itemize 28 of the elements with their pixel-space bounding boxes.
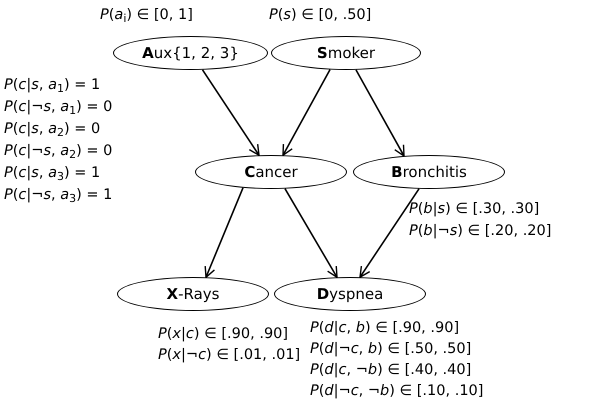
probability-formula: P(c|s, a$_{3}$) = 1 <box>4 164 102 184</box>
arrow <box>202 69 260 156</box>
node-label: Cancer <box>244 163 298 181</box>
probability-formula: P(d|¬c, b) ∈ [.50, .50] <box>310 340 472 359</box>
probability-formula: P(b|¬s) ∈ [.20, .20] <box>409 222 552 241</box>
node-label: Dyspnea <box>316 285 384 303</box>
probability-formula: P(a$_{i}$) ∈ [0, 1] <box>100 6 193 26</box>
probability-formula: P(c|¬s, a$_{2}$) = 0 <box>4 142 112 162</box>
arrow <box>284 188 338 278</box>
arrow <box>355 69 405 157</box>
probability-formula: P(x|c) ∈ [.90, .90] <box>158 325 290 344</box>
arrow <box>204 188 244 278</box>
node-label: Aux{1, 2, 3} <box>142 44 239 62</box>
probability-formula: P(d|c, ¬b) ∈ [.40, .40] <box>310 361 472 380</box>
probability-formula: P(d|¬c, ¬b) ∈ [.10, .10] <box>310 382 484 401</box>
probability-formula: P(c|s, a$_{1}$) = 1 <box>4 76 102 96</box>
node-label: X-Rays <box>166 285 220 303</box>
probability-formula: P(x|¬c) ∈ [.01, .01] <box>158 346 300 365</box>
node-label: Bronchitis <box>391 163 467 181</box>
probability-formula: P(b|s) ∈ [.30, .30] <box>409 200 540 219</box>
node-label: Smoker <box>316 44 376 62</box>
arrow <box>359 188 420 278</box>
probability-formula: P(d|c, b) ∈ [.90, .90] <box>310 319 460 338</box>
probability-formula: P(c|¬s, a$_{1}$) = 0 <box>4 98 112 118</box>
probability-formula: P(c|s, a$_{2}$) = 0 <box>4 120 102 140</box>
probability-formula: P(c|¬s, a$_{3}$) = 1 <box>4 186 112 206</box>
arrow <box>282 69 331 156</box>
probability-formula: P(s) ∈ [0, .50] <box>269 6 372 25</box>
